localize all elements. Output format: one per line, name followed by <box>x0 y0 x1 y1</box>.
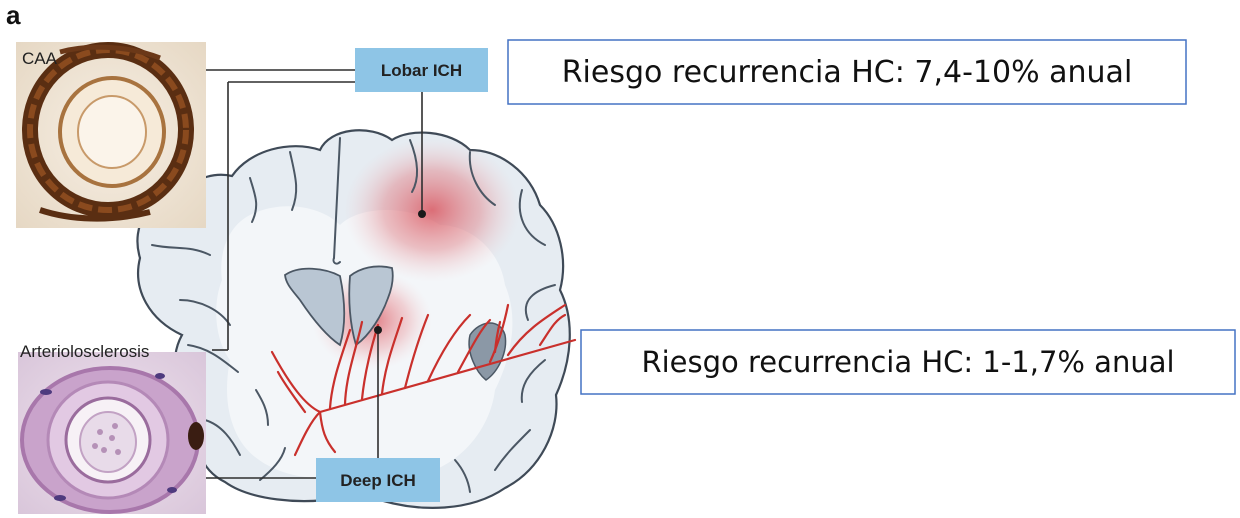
lobar-ich-box: Lobar ICH <box>355 48 488 92</box>
lobar-ich-label: Lobar ICH <box>381 61 462 80</box>
lobar-risk-text: Riesgo recurrencia HC: 7,4-10% anual <box>562 55 1133 90</box>
panel-label: a <box>6 0 21 30</box>
deep-risk-box: Riesgo recurrencia HC: 1-1,7% anual <box>580 329 1236 395</box>
caa-micrograph <box>16 42 206 228</box>
lobar-hemorrhage-glow <box>344 138 520 282</box>
lobar-bleed-dot <box>418 210 426 218</box>
arteriolosclerosis-label: Arteriolosclerosis <box>20 342 149 361</box>
deep-ich-box: Deep ICH <box>316 458 440 502</box>
lobar-risk-box: Riesgo recurrencia HC: 7,4-10% anual <box>507 39 1187 105</box>
brain-coronal-section <box>136 129 571 509</box>
deep-bleed-dot <box>374 326 382 334</box>
caa-label: CAA <box>22 49 58 68</box>
connectors <box>206 69 423 479</box>
deep-ich-label: Deep ICH <box>340 471 416 490</box>
deep-risk-text: Riesgo recurrencia HC: 1-1,7% anual <box>641 345 1174 379</box>
arteriolosclerosis-micrograph <box>18 352 206 514</box>
